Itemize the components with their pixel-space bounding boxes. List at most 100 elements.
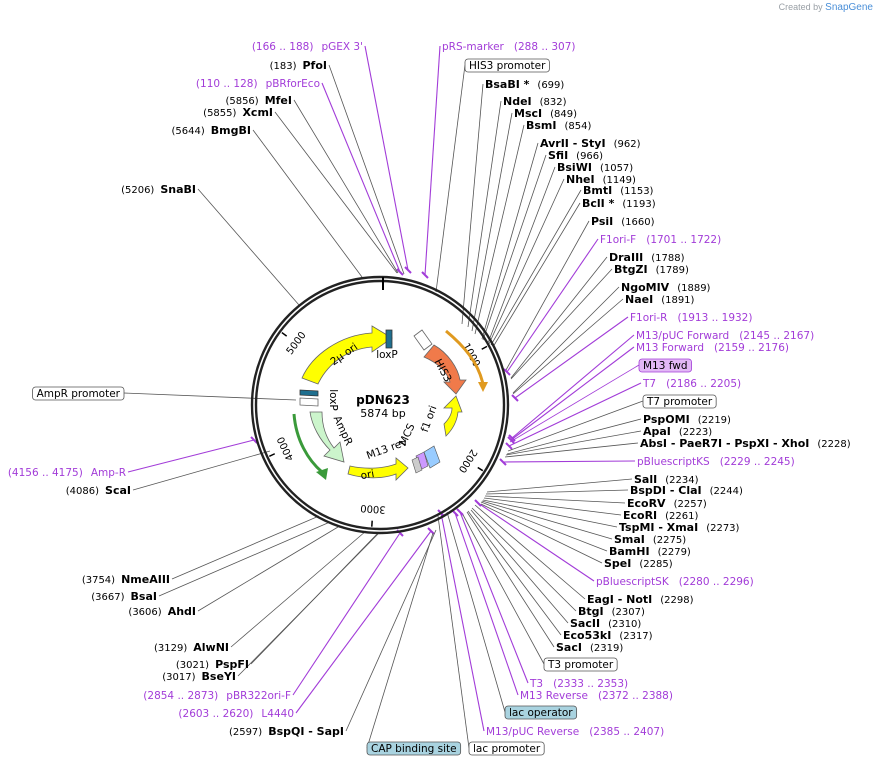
site-position: (2285) [639, 559, 672, 570]
restriction-site-label: MscI(849) [514, 107, 577, 120]
connector-line [467, 100, 502, 328]
tick-mark [281, 331, 288, 337]
enzyme-name: BtgZI [614, 263, 648, 276]
enzyme-name: BseYI [202, 670, 236, 683]
site-position: (5855) [203, 108, 236, 119]
tick-label: 5000 [285, 330, 309, 357]
primer-mark [250, 436, 258, 444]
site-position: (1057) [600, 163, 633, 174]
enzyme-name: BsaI [131, 590, 157, 603]
site-position: (3754) [82, 575, 115, 586]
feature-label-loxp-left: loxP [327, 389, 339, 411]
feature-label-f1-ori: f1 ori [419, 404, 440, 434]
feature-box-label: HIS3 promoter [464, 58, 550, 73]
site-position: (2275) [653, 535, 686, 546]
enzyme-name: AvrII - StyI [540, 137, 606, 150]
site-position: (1889) [677, 283, 710, 294]
enzyme-name: NmeAIII [121, 573, 170, 586]
tick-mark [481, 345, 488, 350]
restriction-site-label: BamHI(2279) [609, 545, 691, 558]
connector-line [492, 202, 581, 348]
connector-line [197, 188, 300, 306]
connector-line [488, 178, 565, 345]
primer-name: pRS-marker [442, 41, 505, 53]
site-position: (183) [270, 61, 297, 72]
enzyme-name: NheI [566, 173, 595, 186]
enzyme-name: SpeI [604, 557, 631, 570]
primer-range: (1913 .. 1932) [677, 312, 752, 324]
site-position: (2273) [706, 523, 739, 534]
connector-line [510, 268, 613, 380]
enzyme-name: EcoRV [627, 497, 666, 510]
site-position: (854) [565, 121, 592, 132]
restriction-site-label: BclI *(1193) [582, 197, 656, 210]
connector-line [127, 439, 255, 473]
plasmid-size: 5874 bp [360, 407, 405, 420]
connector-line [508, 382, 642, 447]
primer-name: Amp-R [91, 467, 126, 479]
site-position: (2319) [590, 643, 623, 654]
connector-line [364, 45, 409, 271]
enzyme-name: SalI [634, 473, 657, 486]
restriction-site-label: SacII(2310) [570, 617, 641, 630]
enzyme-name: EcoRI [623, 509, 657, 522]
restriction-site-label: MfeI(5856) [225, 94, 292, 107]
primer-label: M13/pUC Forward(2145 .. 2167) [636, 330, 814, 342]
site-position: (1149) [603, 175, 636, 186]
connector-line [459, 511, 529, 684]
connector-line [292, 532, 401, 696]
feature-mcs-block [423, 445, 441, 469]
site-position: (3667) [91, 592, 124, 603]
site-position: (2244) [710, 486, 743, 497]
connector-line [506, 238, 599, 373]
connector-line [505, 430, 642, 456]
primer-label: F1ori-F(1701 .. 1722) [600, 234, 721, 246]
feature-box-label: AmpR promoter [32, 386, 125, 401]
restriction-site-label: PsiI(1660) [591, 215, 655, 228]
primer-label: F1ori-R(1913 .. 1932) [630, 312, 752, 324]
connector-line [321, 82, 401, 273]
plasmid-name: pDN623 [356, 393, 410, 407]
primer-mark [505, 442, 513, 450]
connector-line [477, 502, 595, 582]
site-position: (3606) [128, 607, 161, 618]
box-text: lac promoter [473, 743, 541, 755]
primer-name: pBluescriptSK [596, 576, 670, 588]
feature-ampr-promoter [299, 397, 319, 407]
site-position: (1789) [656, 265, 689, 276]
restriction-site-label: AhdI(3606) [128, 605, 196, 618]
feature-label-ori: ori [360, 468, 376, 482]
site-position: (2223) [679, 427, 712, 438]
box-text: HIS3 promoter [469, 60, 546, 72]
box-text: T3 promoter [547, 659, 614, 671]
connector-line [470, 509, 569, 624]
connector-line [474, 124, 525, 335]
primer-mark [474, 499, 482, 507]
feature-orange-arc [445, 329, 485, 385]
connector-line [471, 507, 577, 612]
restriction-site-label: BspDI - ClaI(2244) [630, 484, 743, 497]
restriction-site-label: PspOMI(2219) [643, 413, 731, 426]
restriction-site-label: ApaI(2223) [643, 425, 712, 438]
restriction-site-label: AlwNI(3129) [154, 641, 229, 654]
box-text: lac operator [509, 707, 573, 719]
connector-line [480, 503, 603, 564]
feature-box-label: CAP binding site [366, 741, 462, 756]
connector-line [467, 510, 562, 636]
connector-line [484, 495, 626, 504]
primer-name: M13 Reverse [520, 690, 588, 702]
feature-box-label: T3 promoter [543, 657, 618, 672]
tick-mark [477, 466, 484, 472]
site-position: (5644) [172, 126, 205, 137]
primer-mark [421, 271, 429, 279]
connector-line [461, 83, 484, 325]
restriction-site-label: SalI(2234) [634, 473, 699, 486]
box-frame [543, 657, 618, 672]
primer-mark [396, 268, 404, 276]
connector-lines [123, 45, 644, 749]
restriction-site-label: BmgBI(5644) [172, 124, 251, 137]
connector-line [171, 515, 320, 580]
box-frame [468, 741, 545, 756]
primer-range: (2159 .. 2176) [714, 342, 789, 354]
connector-line [485, 489, 629, 495]
